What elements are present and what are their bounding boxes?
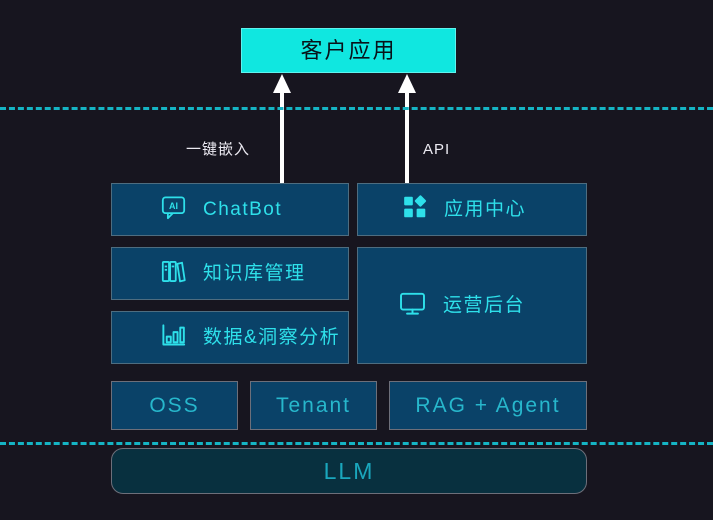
card-data-insight[interactable]: 数据&洞察分析 (111, 311, 349, 364)
card-tenant[interactable]: Tenant (250, 381, 377, 430)
app-grid-icon (402, 194, 428, 225)
card-knowledge-base[interactable]: 知识库管理 (111, 247, 349, 300)
arrow-head (273, 74, 291, 93)
bar-chart-icon (160, 322, 187, 354)
ai-chat-bubble-icon: AI (160, 194, 187, 226)
embed-up-arrow-icon (267, 74, 297, 186)
card-label-tenant: Tenant (275, 394, 352, 417)
card-label-chatbot: ChatBot (203, 199, 283, 220)
svg-text:AI: AI (169, 200, 178, 210)
card-app-center[interactable]: 应用中心 (357, 183, 587, 236)
card-label-rag-agent: RAG + Agent (415, 394, 561, 417)
separator-line-bottom (0, 442, 713, 445)
arrow-head (398, 74, 416, 93)
arrow-stem (280, 90, 284, 186)
card-chatbot[interactable]: AI ChatBot (111, 183, 349, 236)
separator-line-top (0, 107, 713, 110)
connector-label-api: API (423, 141, 451, 158)
card-label-app-center: 应用中心 (444, 199, 527, 220)
card-label-operations-backend: 运营后台 (443, 295, 526, 316)
card-operations-backend[interactable]: 运营后台 (357, 247, 587, 364)
card-oss[interactable]: OSS (111, 381, 238, 430)
client-application-label: 客户应用 (300, 37, 397, 63)
card-label-data-insight: 数据&洞察分析 (203, 327, 341, 348)
card-label-knowledge-base: 知识库管理 (203, 263, 306, 284)
llm-label: LLM (323, 457, 375, 484)
books-icon (160, 258, 187, 290)
card-rag-agent[interactable]: RAG + Agent (389, 381, 587, 430)
llm-foundation-bar[interactable]: LLM (111, 448, 587, 494)
card-label-oss: OSS (149, 394, 200, 417)
arrow-stem (405, 90, 409, 186)
connector-label-embed: 一键嵌入 (186, 141, 251, 158)
monitor-icon (398, 289, 427, 323)
api-up-arrow-icon (392, 74, 422, 186)
client-application-banner[interactable]: 客户应用 (241, 28, 456, 73)
